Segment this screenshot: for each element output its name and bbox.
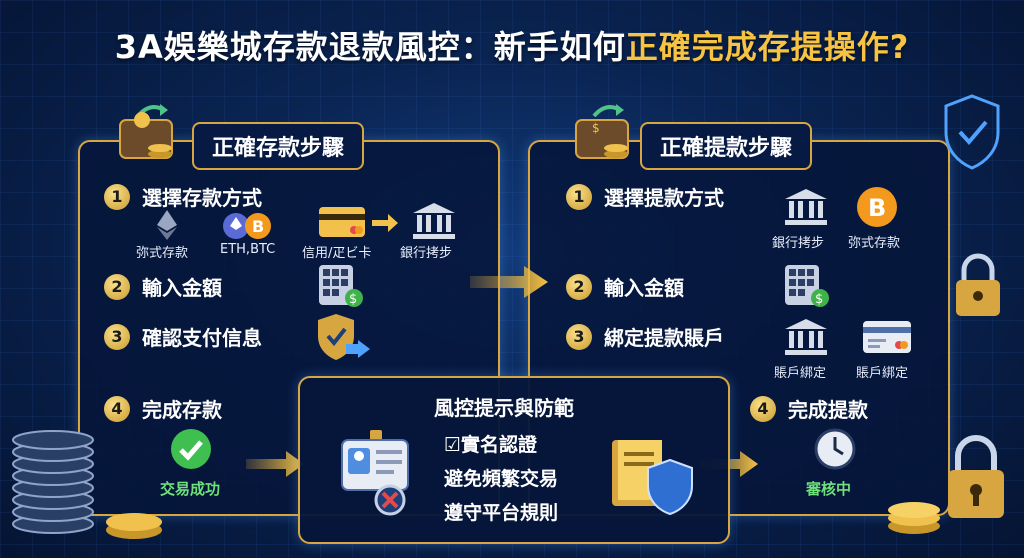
step-label: 輸入金額: [142, 276, 222, 300]
padlock-icon: [956, 253, 1000, 316]
svg-text:$: $: [349, 292, 357, 307]
wallet-icon: $: [575, 104, 629, 159]
step-label: 完成提款: [788, 398, 868, 422]
arrow-right-icon: [470, 266, 548, 298]
step-number: 4: [750, 395, 776, 422]
withdraw-step-4: 4 完成提款: [750, 394, 868, 423]
status-badge: 交易成功: [160, 480, 221, 498]
method-label: 弥式存款: [848, 236, 901, 251]
eth-icon: [157, 210, 177, 240]
step-label: 確認支付信息: [142, 326, 262, 350]
title-highlight: 正確完成存提操作?: [625, 28, 910, 66]
arrow-right-icon: [372, 214, 398, 232]
page-title: 3A娛樂城存款退款風控：新手如何正確完成存提操作?: [0, 22, 1024, 68]
method-label: 信用/疋ビ卡: [302, 246, 372, 261]
risk-item: ☑實名認證: [444, 434, 538, 456]
step-label: 選擇存款方式: [142, 186, 262, 210]
bank-icon: [413, 203, 455, 239]
arrow-right-icon: [246, 451, 304, 477]
withdraw-step-1: 1 選擇提款方式: [566, 182, 724, 211]
step-label: 綁定提款賬戶: [604, 326, 724, 350]
eth-icon: [223, 213, 249, 239]
card-icon: [863, 321, 911, 353]
method-label: ETH,BTC: [220, 242, 276, 257]
deposit-step-1: 1 選擇存款方式: [104, 182, 262, 211]
deposit-header: 正確存款步驟: [192, 122, 365, 170]
step-label: 完成存款: [142, 398, 222, 422]
method-label: 銀行拷步: [400, 246, 453, 261]
step-number: 1: [566, 183, 592, 210]
shield-check-icon: [944, 94, 1000, 170]
step-number: 3: [566, 323, 592, 350]
svg-text:B: B: [252, 217, 264, 236]
risk-item: 遵守平台規則: [444, 502, 559, 524]
svg-text:B: B: [868, 194, 886, 222]
id-card-icon: [341, 430, 409, 516]
keypad-icon: $: [319, 265, 363, 307]
coin-stack-icon: [106, 513, 162, 539]
coin-stack-icon: [888, 502, 940, 534]
risk-item: 避免頻繁交易: [444, 468, 559, 490]
bind-label: 賬戶綁定: [774, 366, 827, 381]
withdraw-step-2: 2 輸入金額: [566, 272, 684, 301]
coin-stack-icon: [12, 430, 94, 534]
bank-icon: [785, 189, 827, 225]
title-main: 3A娛樂城存款退款風控：新手如何: [114, 28, 626, 66]
step-number: 4: [104, 395, 130, 422]
btc-icon: B: [857, 187, 897, 227]
risk-header: 風控提示與防範: [434, 396, 574, 420]
clock-icon: [814, 428, 856, 470]
step-number: 3: [104, 323, 130, 350]
deposit-step-2: 2 輸入金額: [104, 272, 222, 301]
step-label: 選擇提款方式: [604, 186, 724, 210]
book-shield-icon: [612, 440, 693, 516]
wallet-icon: [119, 104, 173, 159]
svg-text:$: $: [592, 121, 600, 135]
bind-label: 賬戶綁定: [856, 366, 909, 381]
shield-check-icon: [318, 314, 370, 360]
step-number: 2: [104, 273, 130, 300]
step-number: 1: [104, 183, 130, 210]
method-label: 弥式存款: [136, 246, 189, 261]
method-label: 銀行拷步: [772, 236, 825, 251]
deposit-step-3: 3 確認支付信息: [104, 322, 262, 351]
check-circle-icon: [171, 429, 211, 469]
step-number: 2: [566, 273, 592, 300]
deposit-step-4: 4 完成存款: [104, 394, 222, 423]
step-label: 輸入金額: [604, 276, 684, 300]
btc-icon: B: [245, 213, 271, 239]
bank-icon: [785, 319, 827, 355]
card-icon: [319, 207, 365, 237]
withdraw-header: 正確提款步驟: [640, 122, 813, 170]
keypad-icon: $: [785, 265, 829, 307]
padlock-icon: [948, 435, 1004, 518]
status-badge: 審核中: [806, 480, 852, 498]
withdraw-step-3: 3 綁定提款賬戶: [566, 322, 724, 351]
svg-text:$: $: [815, 292, 823, 307]
